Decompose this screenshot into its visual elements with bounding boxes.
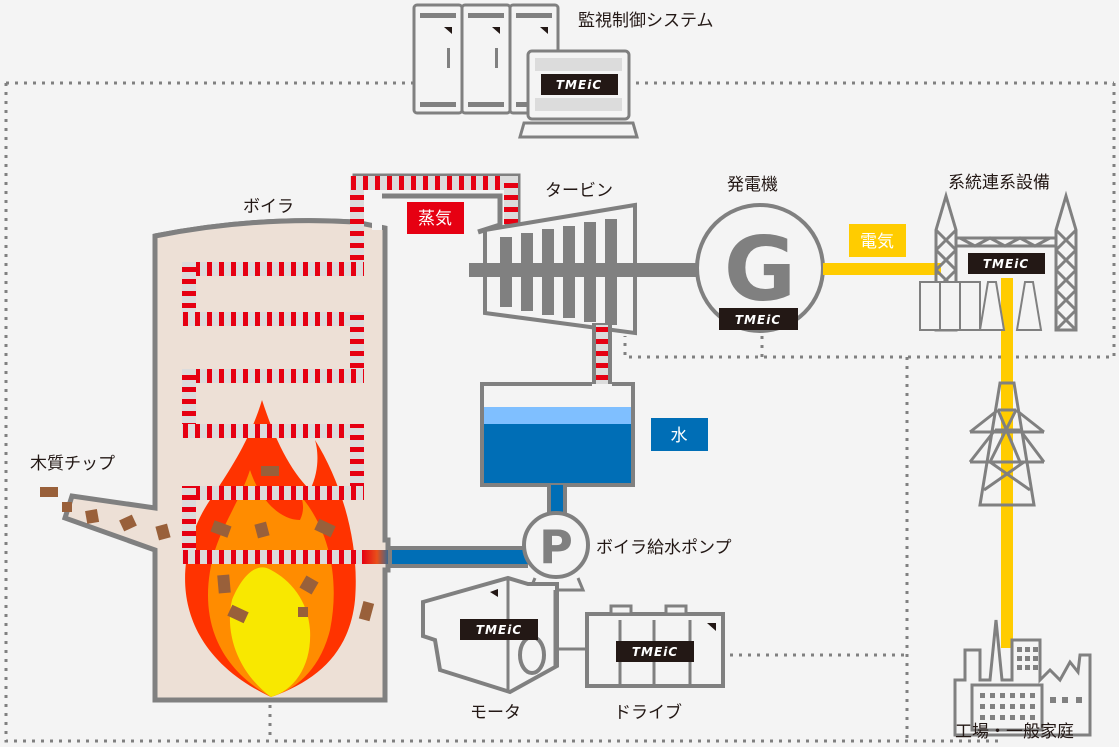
svg-text:TMEiC: TMEiC — [983, 257, 1029, 271]
label-feed-pump: ボイラ給水ポンプ — [596, 538, 732, 558]
label-motor: モータ — [470, 703, 521, 723]
label-monitoring: 監視制御システム — [578, 11, 714, 31]
feed-water-pipe — [388, 546, 528, 568]
label-wood-chips: 木質チップ — [30, 454, 115, 474]
logo-text: TMEiC — [556, 78, 602, 92]
motor[interactable]: TMEiC モータ — [421, 575, 587, 723]
tmeic-logo-motor — [460, 619, 538, 640]
svg-text:TMEiC: TMEiC — [632, 645, 678, 659]
svg-text:TMEiC: TMEiC — [735, 313, 781, 327]
steam-coil — [182, 176, 518, 564]
pump-symbol: P — [539, 520, 573, 574]
label-boiler: ボイラ — [243, 197, 294, 217]
drive[interactable]: TMEiC ドライブ — [585, 604, 725, 723]
water-tag: 水 — [651, 418, 708, 451]
generator[interactable]: G TMEiC 発電機 — [635, 175, 825, 333]
factory-windows — [980, 647, 1082, 720]
control-network-lines — [4, 81, 1116, 743]
svg-text:電気: 電気 — [860, 232, 894, 252]
turbine[interactable]: タービン — [469, 181, 701, 336]
transmission-tower-icon — [968, 381, 1046, 507]
feed-pump[interactable]: P ボイラ給水ポンプ — [522, 511, 732, 592]
label-grid: 系統連系設備 — [948, 173, 1050, 193]
fire-icon — [185, 400, 356, 697]
tmeic-logo-drive — [616, 641, 694, 662]
electricity-tag: 電気 — [849, 224, 906, 257]
grid-connection-equipment[interactable]: TMEiC 系統連系設備 — [919, 173, 1078, 332]
svg-text:蒸気: 蒸気 — [418, 209, 452, 229]
svg-text:TMEiC: TMEiC — [476, 623, 522, 637]
generator-symbol: G — [724, 218, 796, 321]
wood-chips — [40, 466, 375, 624]
tmeic-logo-monitor — [541, 74, 618, 95]
svg-text:水: 水 — [671, 426, 688, 446]
label-consumers: 工場・一般家庭 — [955, 722, 1074, 742]
tmeic-logo-grid — [968, 253, 1045, 274]
tmeic-logo-generator — [719, 308, 798, 330]
steam-tag: 蒸気 — [407, 202, 464, 234]
label-turbine: タービン — [545, 181, 613, 201]
label-drive: ドライブ — [614, 702, 682, 723]
label-generator: 発電機 — [727, 175, 778, 195]
water-tank[interactable] — [480, 382, 635, 520]
monitoring-system[interactable]: TMEiC 監視制御システム — [412, 3, 714, 139]
